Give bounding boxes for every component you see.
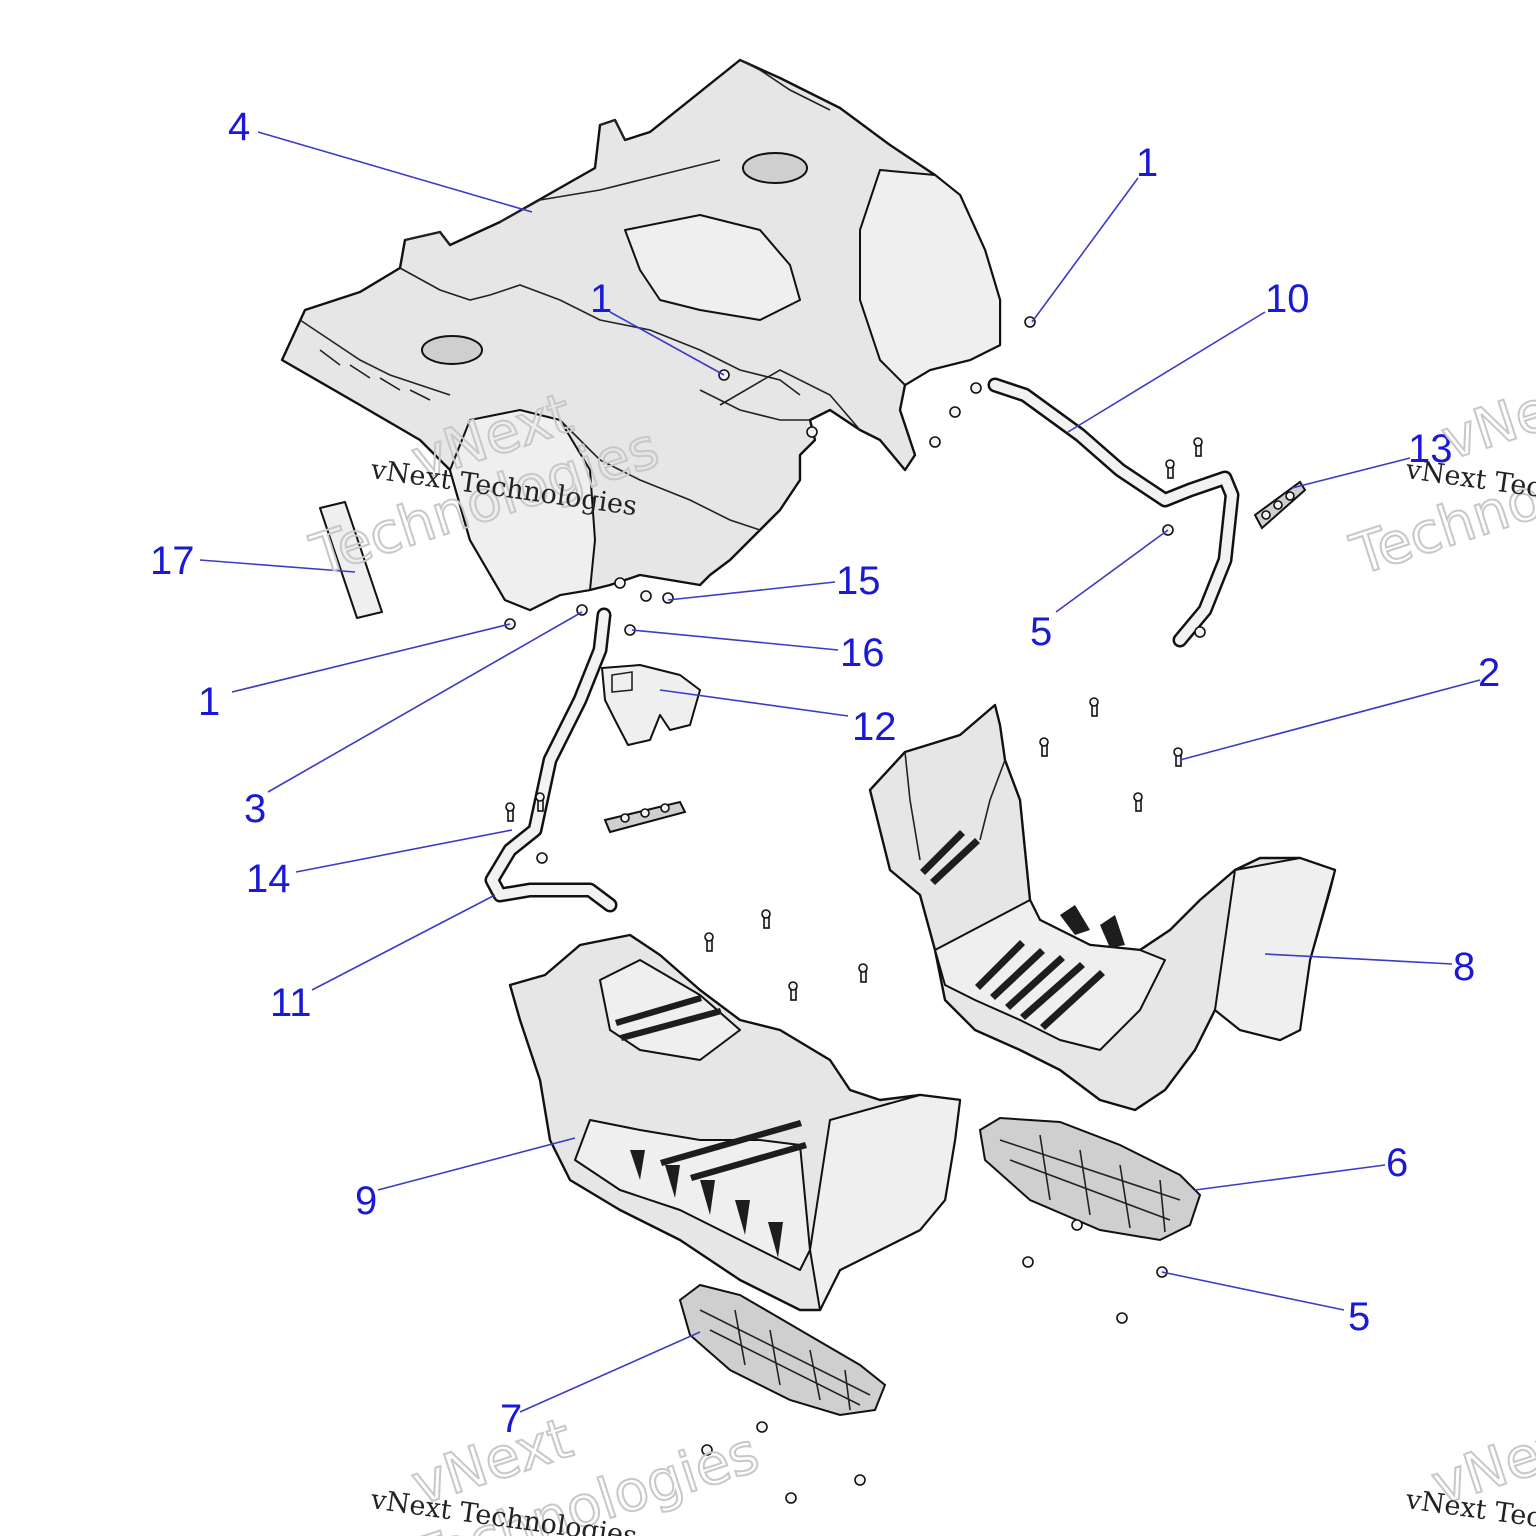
bolt: [535, 792, 545, 812]
watermark-text: vNext: [1434, 361, 1536, 473]
leader-line: [231, 623, 511, 693]
left-footwell: [508, 933, 962, 1312]
callout-12: 12: [852, 705, 897, 749]
callout-8: 8: [1453, 945, 1475, 989]
callout-1: 1: [198, 680, 220, 724]
bolt: [1039, 737, 1049, 757]
leader-line: [659, 689, 849, 717]
bolt: [505, 802, 515, 822]
leader-line: [1161, 1271, 1345, 1311]
clip: [949, 406, 961, 418]
bolt: [1133, 792, 1143, 812]
leader-line: [1291, 457, 1411, 489]
clip: [970, 382, 982, 394]
nut: [1194, 626, 1206, 638]
clip: [662, 592, 674, 604]
bumper-strip-right: [1253, 480, 1307, 530]
callout-2: 2: [1478, 651, 1500, 695]
right-footwell: [868, 703, 1337, 1112]
callout-5: 5: [1348, 1295, 1370, 1339]
leader-line: [377, 1137, 576, 1191]
leader-line: [257, 131, 533, 213]
bolt: [788, 981, 798, 1001]
leader-lines: [199, 131, 1481, 1413]
callout-1: 1: [590, 277, 612, 321]
leader-line: [631, 629, 839, 651]
callout-15: 15: [836, 559, 881, 603]
bolt: [1193, 437, 1203, 457]
nut: [536, 852, 548, 864]
heat-shield-bracket: [601, 664, 701, 746]
bumper-strip-left: [603, 800, 687, 834]
leader-line: [199, 559, 356, 573]
callout-11: 11: [270, 981, 312, 1025]
leader-line: [609, 311, 725, 376]
callout-5: 5: [1030, 610, 1052, 654]
right-footwell-treads: [920, 830, 1125, 1030]
clip: [614, 577, 626, 589]
clip: [576, 604, 588, 616]
leader-line: [1067, 311, 1266, 433]
nut: [1116, 1312, 1128, 1324]
callout-13: 13: [1408, 427, 1453, 471]
foam-pad: [319, 501, 383, 619]
leader-line: [311, 894, 496, 991]
callout-6: 6: [1386, 1141, 1408, 1185]
callout-numbers: 4 1 10 1 13 17 15 5 16 1 2 12 3 14 8 11 …: [150, 105, 1500, 1441]
callout-7: 7: [500, 1397, 522, 1441]
clip: [640, 590, 652, 602]
leader-line: [1264, 953, 1453, 965]
nut: [854, 1474, 866, 1486]
nut: [1071, 1219, 1083, 1231]
leader-line: [1055, 529, 1169, 613]
fasteners: [504, 316, 1206, 1504]
leader-line: [1179, 679, 1481, 761]
leader-line: [295, 829, 513, 873]
watermark-bottom-left: vNext Technologies vNext Technologies: [368, 1405, 767, 1536]
callout-4: 4: [228, 105, 250, 149]
bolt: [704, 932, 714, 952]
clip: [806, 426, 818, 438]
right-support-rod: [987, 377, 1240, 648]
left-support-rod: [484, 607, 618, 913]
bolt: [1165, 459, 1175, 479]
callout-14: 14: [246, 857, 291, 901]
watermark-bottom-right: vNext vNext Technologies: [1403, 1405, 1536, 1536]
rear-fender-assembly: [280, 58, 1002, 612]
leader-line: [1194, 1164, 1386, 1191]
callout-1: 1: [1136, 141, 1158, 185]
leader-line: [519, 1331, 701, 1413]
bolt: [761, 909, 771, 929]
callout-17: 17: [150, 539, 195, 583]
leader-line: [1031, 177, 1139, 323]
left-footrest-plate: [678, 1283, 887, 1417]
bolt: [1089, 697, 1099, 717]
right-footrest-plate: [978, 1116, 1202, 1242]
bolt: [1173, 747, 1183, 767]
nut: [1022, 1256, 1034, 1268]
callout-10: 10: [1265, 277, 1310, 321]
clip: [929, 436, 941, 448]
nut: [701, 1444, 713, 1456]
nut: [785, 1492, 797, 1504]
bolt: [858, 963, 868, 983]
callout-3: 3: [244, 787, 266, 831]
callout-16: 16: [840, 631, 885, 675]
callout-9: 9: [355, 1179, 377, 1223]
leader-line: [667, 581, 836, 601]
watermark-right: vNext Technologies vNext Technologies: [1342, 360, 1536, 590]
clip: [1024, 316, 1036, 328]
leader-line: [267, 611, 583, 793]
left-footwell-treads: [615, 995, 807, 1258]
nut: [756, 1421, 768, 1433]
